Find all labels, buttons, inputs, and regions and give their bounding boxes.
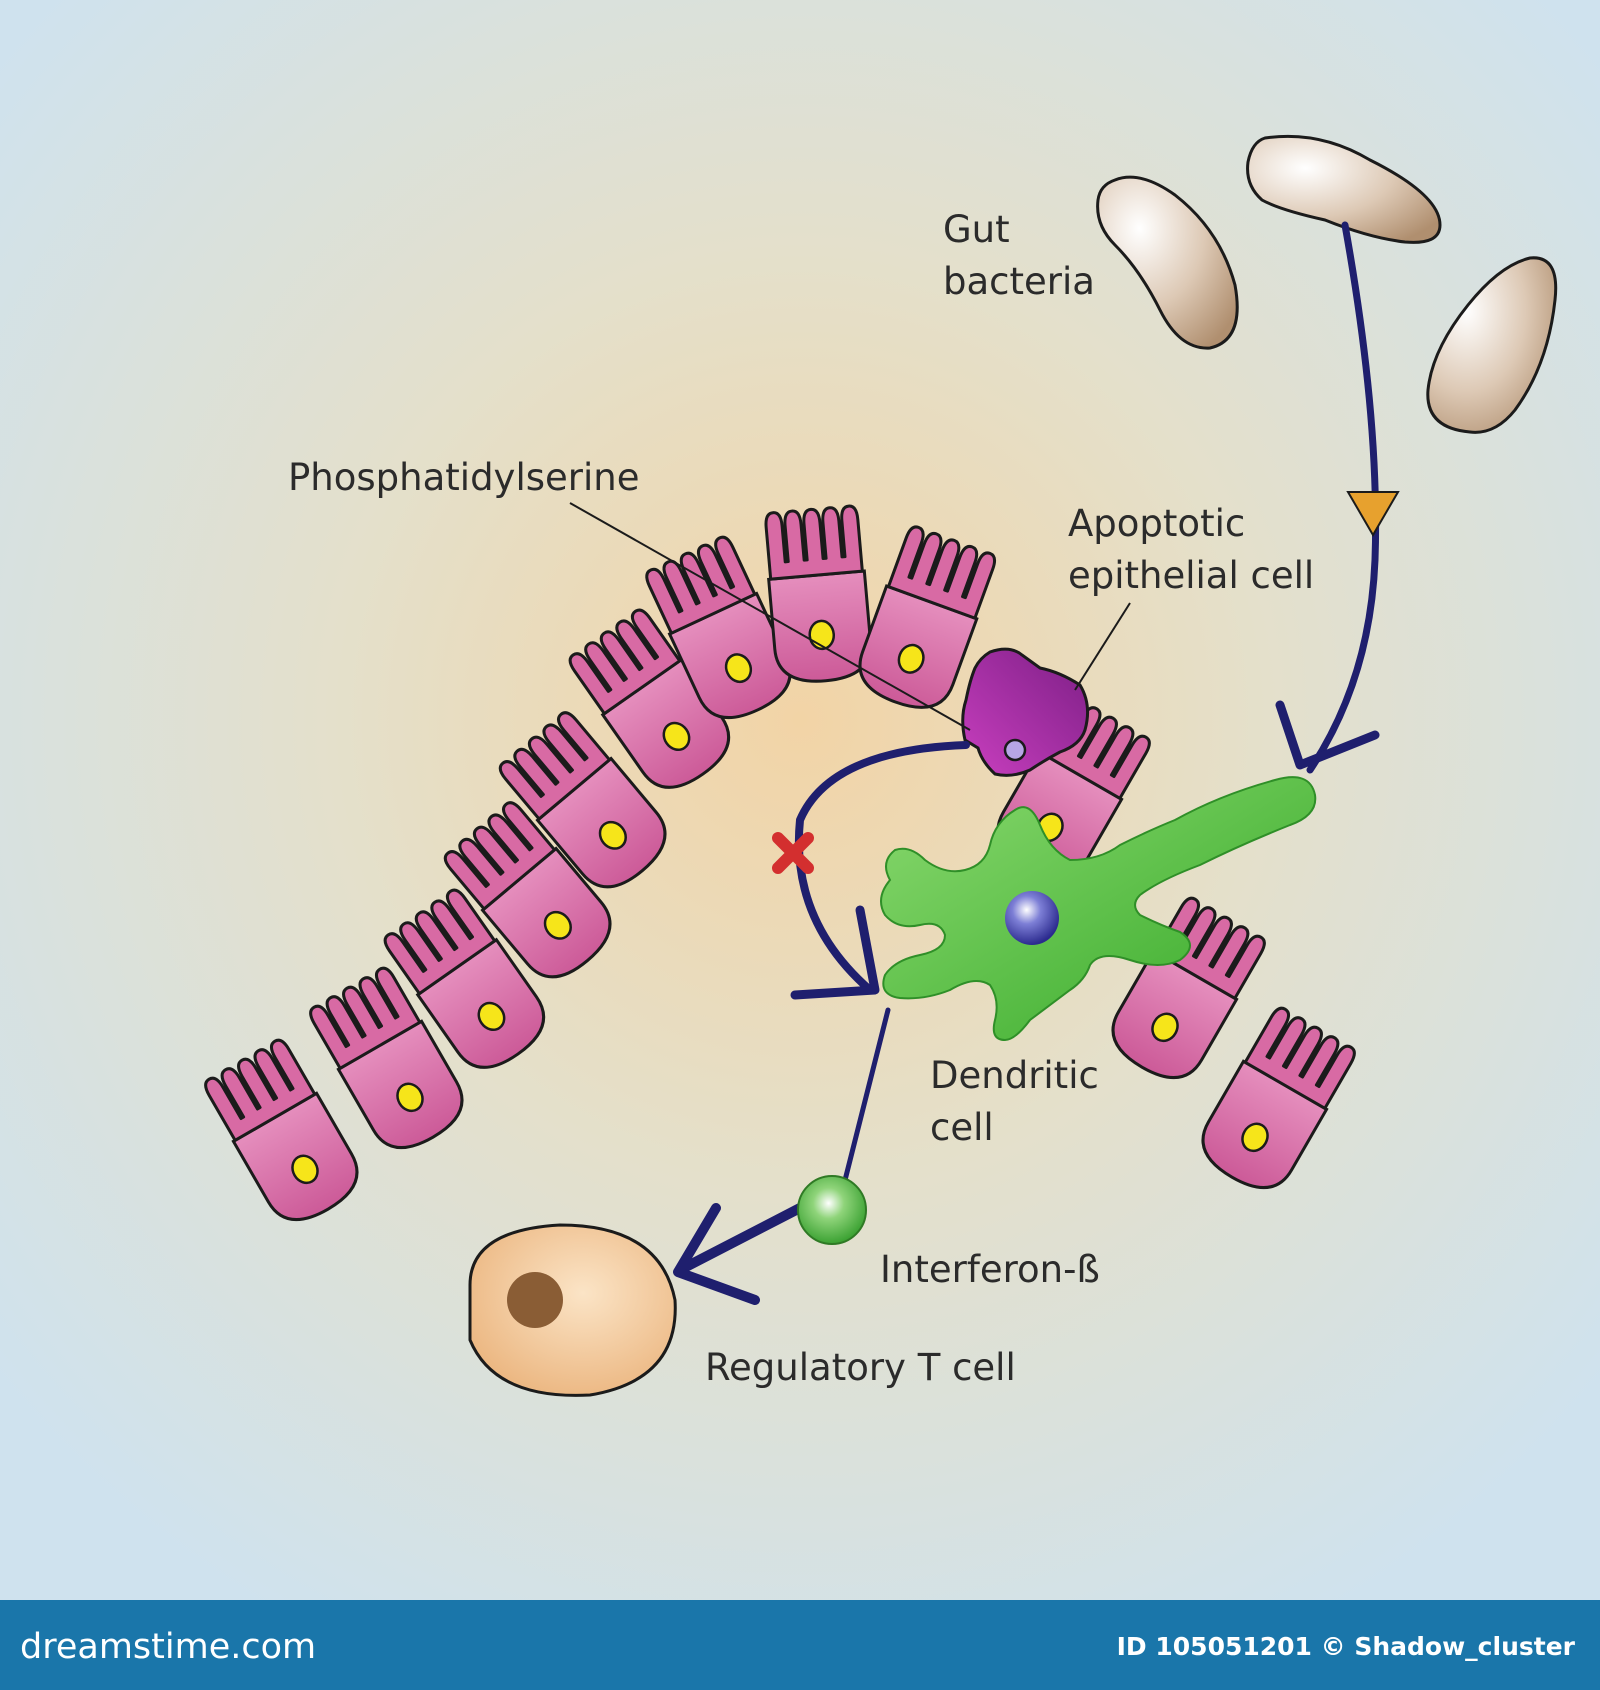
- dendritic-nucleus: [1005, 891, 1059, 945]
- label-dendritic-line1: Dendritic: [930, 1054, 1099, 1097]
- arrowhead: [673, 1203, 760, 1305]
- label-regulatory-t-cell: Regulatory T cell: [705, 1346, 1016, 1389]
- bacterium: [1096, 175, 1239, 350]
- dendritic-to-interferon-line: [837, 1007, 891, 1203]
- bacterium: [1426, 256, 1558, 434]
- bacterium: [1246, 134, 1442, 244]
- phosphatidylserine-dot: [1003, 738, 1027, 762]
- apoptotic-to-dendritic-arrow: [794, 741, 970, 994]
- background: [0, 0, 1600, 1600]
- epithelial-cell: [761, 503, 876, 687]
- apoptotic-leader-line: [1074, 602, 1131, 691]
- label-gut-line2: bacteria: [943, 260, 1095, 303]
- arrowhead: [1275, 700, 1380, 770]
- interferon-beta-ball: [797, 1175, 867, 1245]
- footer-brand: dreamstime.com: [20, 1627, 316, 1667]
- regulatory-t-cell: [468, 1223, 677, 1397]
- phosphatidylserine-leader-line: [569, 502, 971, 731]
- orange-triangle-marker: [1346, 491, 1400, 537]
- dendritic-cell: [880, 776, 1317, 1042]
- apoptotic-epithelial-cell: [961, 647, 1090, 777]
- arrows: [673, 221, 1380, 1305]
- arrowhead: [790, 905, 880, 1000]
- gut-bacteria: [1096, 134, 1558, 434]
- label-apoptotic-line1: Apoptotic: [1068, 502, 1245, 545]
- label-gut-line1: Gut: [943, 208, 1010, 251]
- inhibition-x-icon: [772, 832, 814, 874]
- t-cell-nucleus: [507, 1272, 563, 1328]
- label-dendritic-line2: cell: [930, 1106, 994, 1149]
- label-interferon: Interferon-ß: [880, 1248, 1100, 1291]
- footer-credit: ID 105051201 © Shadow_cluster: [1117, 1632, 1576, 1661]
- footer-bar: [0, 1600, 1600, 1690]
- bacteria-to-dendritic-arrow: [1306, 221, 1380, 774]
- interferon-to-tcell-arrow: [675, 1203, 805, 1275]
- label-phosphatidylserine: Phosphatidylserine: [288, 456, 639, 499]
- label-apoptotic-line2: epithelial cell: [1068, 554, 1314, 597]
